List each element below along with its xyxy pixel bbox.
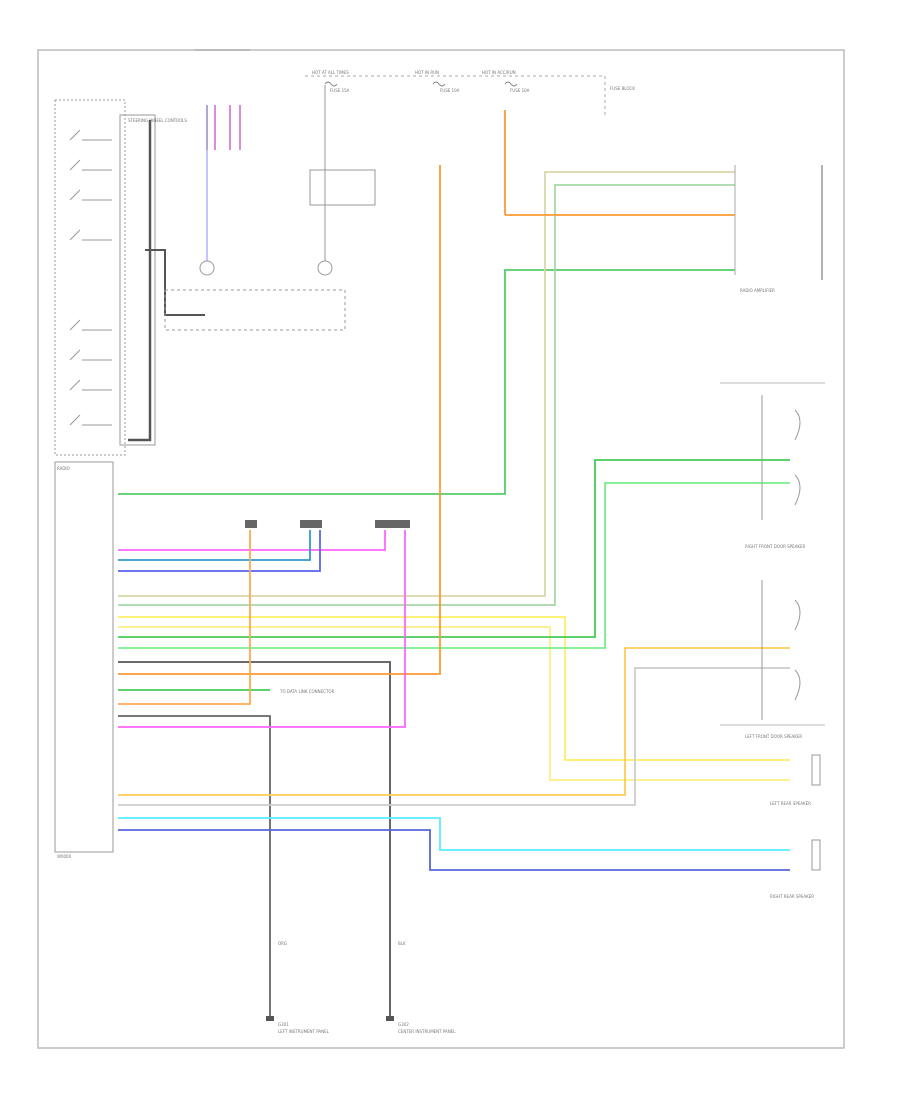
hot-in-acc-label: HOT IN ACC/RUN	[482, 70, 516, 75]
right-rear-speaker: RIGHT REAR SPEAKER	[770, 839, 821, 899]
fuse-c-label: FUSE 10A	[510, 88, 530, 93]
ground-1-label: G301	[278, 1022, 289, 1027]
left-rear-speaker: LEFT REAR SPEAKER	[770, 754, 821, 806]
hot-in-run-label: HOT IN RUN	[415, 70, 439, 75]
radio-label: RADIO	[57, 466, 70, 471]
data-link-label: TO DATA LINK CONNECTOR	[279, 689, 335, 694]
ground-2-label: G302	[398, 1022, 409, 1027]
amp-label: RADIO AMPLIFIER	[740, 288, 775, 293]
ground-1-desc: LEFT INSTRUMENT PANEL	[278, 1029, 330, 1034]
radio-wires	[118, 110, 790, 1020]
fuse-b-label: FUSE 10A	[440, 88, 460, 93]
steering-controls: STEERING WHEEL CONTROLS	[54, 99, 205, 456]
connectors	[245, 520, 410, 528]
page-frame	[37, 49, 845, 1049]
fuse-a-symbol	[324, 81, 338, 87]
rr-speaker-label: RIGHT REAR SPEAKER	[770, 894, 814, 899]
fuse-block-label: FUSE BLOCK	[610, 86, 635, 91]
clock-spring	[164, 85, 376, 331]
right-front-speaker: RIGHT FRONT DOOR SPEAKER	[720, 382, 825, 549]
left-front-speaker: LEFT FRONT DOOR SPEAKER	[720, 580, 825, 739]
fuse-a-label: FUSE 15A	[330, 88, 350, 93]
grounds: ORG BLK G301 LEFT INSTRUMENT PANEL G302 …	[266, 941, 456, 1034]
fuse-block: HOT AT ALL TIMES HOT IN RUN HOT IN ACC/R…	[305, 70, 635, 115]
fuse-c-symbol	[504, 81, 518, 87]
steering-controls-label: STEERING WHEEL CONTROLS	[128, 118, 187, 123]
wire-color-org: ORG	[278, 941, 287, 946]
ground-2-desc: CENTER INSTRUMENT PANEL	[398, 1029, 456, 1034]
wire-color-blk: BLK	[398, 941, 406, 946]
page-code: W0000	[57, 854, 72, 859]
fuse-b-symbol	[432, 81, 446, 87]
lf-speaker-label: LEFT FRONT DOOR SPEAKER	[745, 734, 802, 739]
radio-amplifier: RADIO AMPLIFIER	[734, 165, 823, 293]
hot-at-all-times-label: HOT AT ALL TIMES	[312, 70, 349, 75]
lr-speaker-label: LEFT REAR SPEAKER	[770, 801, 811, 806]
rf-speaker-label: RIGHT FRONT DOOR SPEAKER	[745, 544, 806, 549]
radio-unit: RADIO W0000	[54, 461, 114, 859]
